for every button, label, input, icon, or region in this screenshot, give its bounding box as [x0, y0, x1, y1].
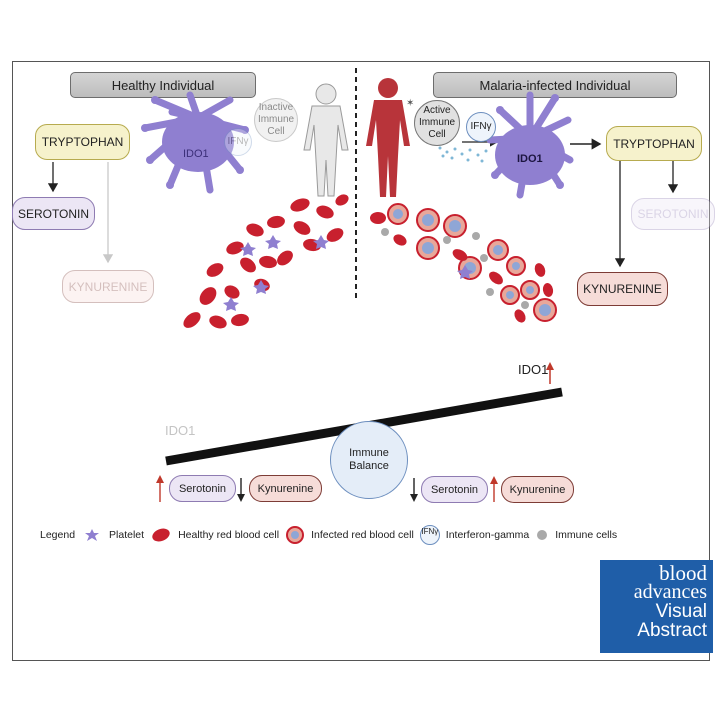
legend-infected-rbc: Infected red blood cell — [311, 529, 414, 541]
legend-ifng: Interferon-gamma — [445, 529, 530, 541]
healthy-header: Healthy Individual — [70, 72, 256, 98]
ifng-label-right: IFNγ — [470, 121, 492, 132]
platelet-icon — [85, 529, 100, 541]
ifng-legend-icon: IFNγ — [419, 525, 440, 545]
ifng-bubble-right: IFNγ — [466, 112, 496, 142]
figure-frame — [12, 61, 710, 661]
ifng-bubble-left: IFNγ — [224, 128, 252, 156]
blood-advances-badge: blood advances Visual Abstract — [600, 560, 713, 653]
mosquito-icon: ✶ — [406, 98, 414, 109]
healthy-human-figure — [303, 83, 349, 197]
active-immune-cell-label: Active Immune Cell — [418, 105, 456, 140]
ido1-high-label: IDO1 — [518, 362, 549, 377]
badge-line2: advances — [633, 581, 707, 603]
ifng-label-left: IFNγ — [227, 136, 249, 147]
inactive-immune-cell-label: Inactive Immune Cell — [257, 102, 295, 137]
inactive-immune-cell: Inactive Immune Cell — [254, 98, 298, 142]
tryptophan-right: TRYPTOPHAN — [606, 126, 702, 161]
ido1-cell-left — [141, 91, 249, 194]
badge-line1: blood — [659, 561, 707, 585]
ifng-particles — [438, 146, 488, 163]
badge-line4: Abstract — [637, 620, 707, 641]
immune-balance-label: Immune Balance — [349, 447, 389, 472]
tryptophan-left: TRYPTOPHAN — [35, 124, 130, 160]
ido1-label-right: IDO1 — [517, 153, 543, 165]
serotonin-balance-right: Serotonin — [421, 476, 488, 503]
ido1-low-label: IDO1 — [165, 423, 196, 438]
kynurenine-balance-left: Kynurenine — [249, 475, 322, 502]
healthy-rbc-icon — [152, 528, 170, 542]
legend-platelet: Platelet — [109, 529, 145, 541]
immune-cell-icon — [537, 530, 548, 540]
ido1-cell-right — [486, 91, 574, 199]
infected-blood-flow — [370, 203, 557, 323]
badge-line3: Visual — [655, 601, 707, 622]
serotonin-left: SEROTONIN — [12, 197, 95, 230]
kynurenine-right: KYNURENINE — [577, 272, 668, 306]
legend: Legend Platelet Healthy red blood cell I… — [40, 525, 617, 545]
ido1-label-left: IDO1 — [183, 148, 209, 160]
legend-immune-cells: Immune cells — [555, 529, 618, 541]
platelets-left — [223, 235, 329, 311]
ifng-legend-symbol: IFNγ — [421, 527, 439, 536]
divider-line — [355, 68, 357, 300]
legend-title: Legend — [40, 529, 76, 541]
kynurenine-balance-right: Kynurenine — [501, 476, 574, 503]
infected-rbc-icon — [286, 526, 305, 544]
serotonin-balance-left: Serotonin — [169, 475, 236, 502]
healthy-blood-flow — [183, 194, 349, 329]
legend-healthy-rbc: Healthy red blood cell — [178, 529, 280, 541]
kynurenine-left: KYNURENINE — [62, 270, 154, 303]
serotonin-right: SEROTONIN — [631, 198, 715, 230]
active-immune-cell: Active Immune Cell — [414, 100, 460, 146]
immune-balance-circle: Immune Balance — [330, 421, 408, 499]
infected-human-figure — [366, 78, 410, 197]
